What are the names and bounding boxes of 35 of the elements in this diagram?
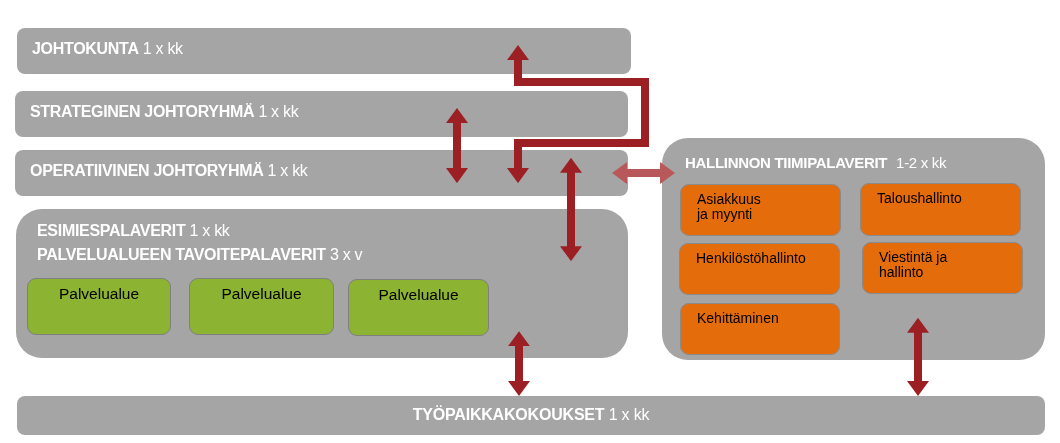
box-label: Taloushallinto	[877, 191, 962, 207]
double-arrow	[612, 162, 675, 184]
double-arrow	[907, 317, 929, 396]
bar-title: OPERATIIVINEN JOHTORYHMÄ 1 x kk	[30, 162, 308, 180]
double-arrow	[560, 157, 582, 262]
panel-heading: ESIMIESPALAVERIT 1 x kk	[37, 222, 230, 240]
box-label: Palvelualue	[378, 286, 459, 304]
meeting-group-panel	[16, 209, 628, 358]
team-box	[680, 184, 841, 236]
double-arrow	[507, 45, 649, 184]
service-area-box	[189, 278, 334, 335]
team-box	[680, 303, 840, 355]
team-box	[679, 243, 840, 295]
double-arrow	[446, 108, 468, 184]
box-label: Palvelualue	[221, 285, 302, 303]
meeting-bar	[17, 28, 631, 74]
bar-title: JOHTOKUNTA 1 x kk	[32, 40, 183, 58]
service-area-box	[27, 278, 171, 335]
meeting-group-panel	[662, 138, 1045, 360]
team-box	[862, 242, 1023, 294]
box-label: Viestintä ja hallinto	[879, 250, 949, 281]
meeting-bar	[15, 91, 628, 137]
meeting-bar	[15, 150, 628, 196]
bar-title: STRATEGINEN JOHTORYHMÄ 1 x kk	[30, 103, 299, 121]
box-label: Kehittäminen	[697, 311, 779, 327]
bar-title: TYÖPAIKKAKOKOUKSET 1 x kk	[412, 406, 650, 424]
service-area-box	[348, 279, 489, 336]
panel-heading: PALVELUALUEEN TAVOITEPALAVERIT 3 x v	[37, 246, 363, 264]
team-box	[860, 183, 1021, 236]
box-label: Palvelualue	[58, 285, 140, 303]
box-label: Henkilöstöhallinto	[696, 251, 806, 267]
box-label: Asiakkuus ja myynti	[697, 192, 762, 223]
panel-heading: HALLINNON TIIMIPALAVERIT 1-2 x kk	[685, 154, 947, 171]
meeting-bar	[17, 396, 1045, 435]
double-arrow	[508, 331, 530, 396]
